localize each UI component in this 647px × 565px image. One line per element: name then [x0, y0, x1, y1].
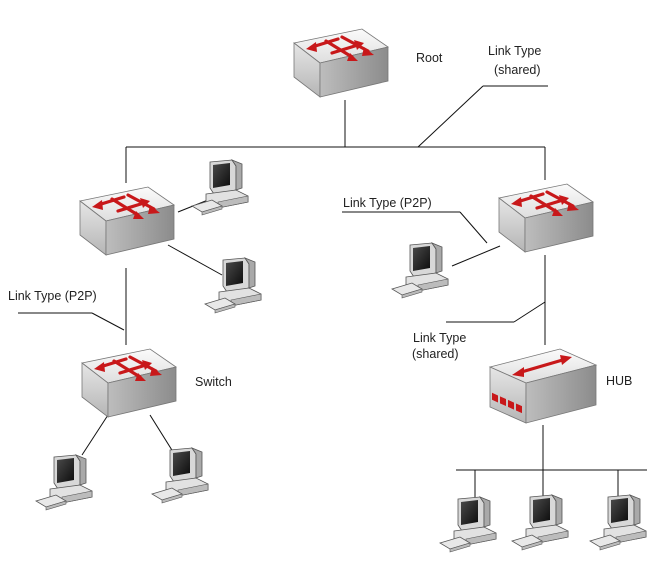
- link-type-mid-label: Link Type: [413, 331, 466, 345]
- right-switch-to-pc: [451, 245, 501, 267]
- right-switch-icon: [497, 182, 595, 254]
- root-label: Root: [416, 51, 443, 65]
- bottom-switch-to-pc-1: [81, 414, 109, 456]
- computer-icon: [35, 454, 93, 511]
- bottom-switch-to-pc-2: [149, 414, 176, 456]
- computer-icon: [439, 496, 497, 553]
- bottom-switch-icon: [80, 347, 178, 419]
- link-type-top-sublabel: (shared): [494, 63, 541, 77]
- link-type-mid-sublabel: (shared): [412, 347, 459, 361]
- link-p2p-left-pointer: [91, 312, 125, 331]
- computer-icon: [151, 447, 209, 504]
- links: [18, 85, 647, 500]
- link-type-p2p-left-label: Link Type (P2P): [8, 289, 97, 303]
- left-switch-icon: [78, 185, 176, 257]
- root-switch-icon: [292, 27, 390, 99]
- switch-label: Switch: [195, 375, 232, 389]
- link-type-mid-pointer: [513, 301, 546, 323]
- link-type-p2p-right-label: Link Type (P2P): [343, 196, 432, 210]
- computer-icon: [511, 494, 569, 551]
- link-type-top-pointer: [417, 85, 484, 148]
- computer-icon: [589, 494, 647, 551]
- computer-icon: [391, 242, 449, 299]
- hub-icon: [488, 347, 598, 425]
- computer-icon: [191, 159, 249, 216]
- link-p2p-right-pointer: [459, 211, 488, 244]
- link-type-top-label: Link Type: [488, 44, 541, 58]
- hub-label: HUB: [606, 374, 632, 388]
- computer-icon: [204, 257, 262, 314]
- left-switch-to-pc-2: [167, 244, 223, 276]
